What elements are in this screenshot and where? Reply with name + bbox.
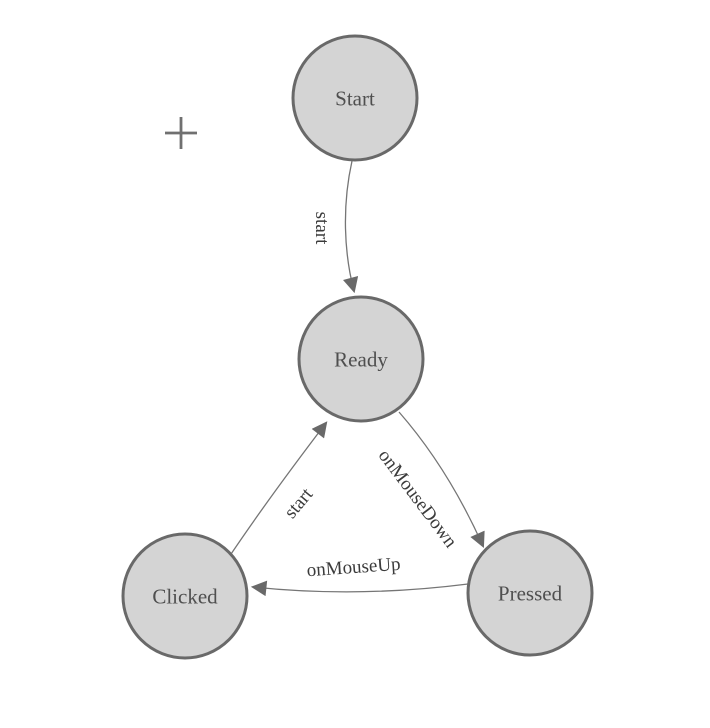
state-node-start[interactable]: Start: [291, 34, 419, 162]
edge-path-pressed-to-clicked[interactable]: [250, 580, 469, 597]
edge-label-onmousedown: onMouseDown: [374, 446, 462, 553]
edge-clicked-to-ready[interactable]: start: [228, 421, 328, 558]
edge-ready-to-pressed[interactable]: onMouseDown: [374, 411, 485, 553]
node-label-ready: Ready: [334, 347, 388, 371]
edge-path-start-to-ready[interactable]: [343, 160, 359, 294]
node-circle-clicked[interactable]: [121, 532, 249, 660]
edge-path-clicked-to-ready[interactable]: [228, 421, 328, 558]
node-circle-pressed[interactable]: [466, 529, 594, 657]
node-label-clicked: Clicked: [152, 584, 218, 608]
edge-label-start: start: [311, 212, 332, 245]
node-label-start: Start: [335, 86, 375, 110]
edge-start-to-ready[interactable]: start: [311, 160, 359, 294]
state-node-pressed[interactable]: Pressed: [466, 529, 594, 657]
plus-crosshair-icon: [165, 117, 197, 149]
edge-label-onmouseup: onMouseUp: [306, 554, 401, 582]
edge-label-start-2: start: [280, 484, 318, 523]
node-circle-start[interactable]: [291, 34, 419, 162]
edge-pressed-to-clicked[interactable]: onMouseUp: [250, 554, 469, 597]
node-label-pressed: Pressed: [498, 581, 563, 605]
state-node-clicked[interactable]: Clicked: [121, 532, 249, 660]
node-circle-ready[interactable]: [297, 295, 425, 423]
edge-path-ready-to-pressed[interactable]: [398, 411, 485, 548]
state-node-ready[interactable]: Ready: [297, 295, 425, 423]
